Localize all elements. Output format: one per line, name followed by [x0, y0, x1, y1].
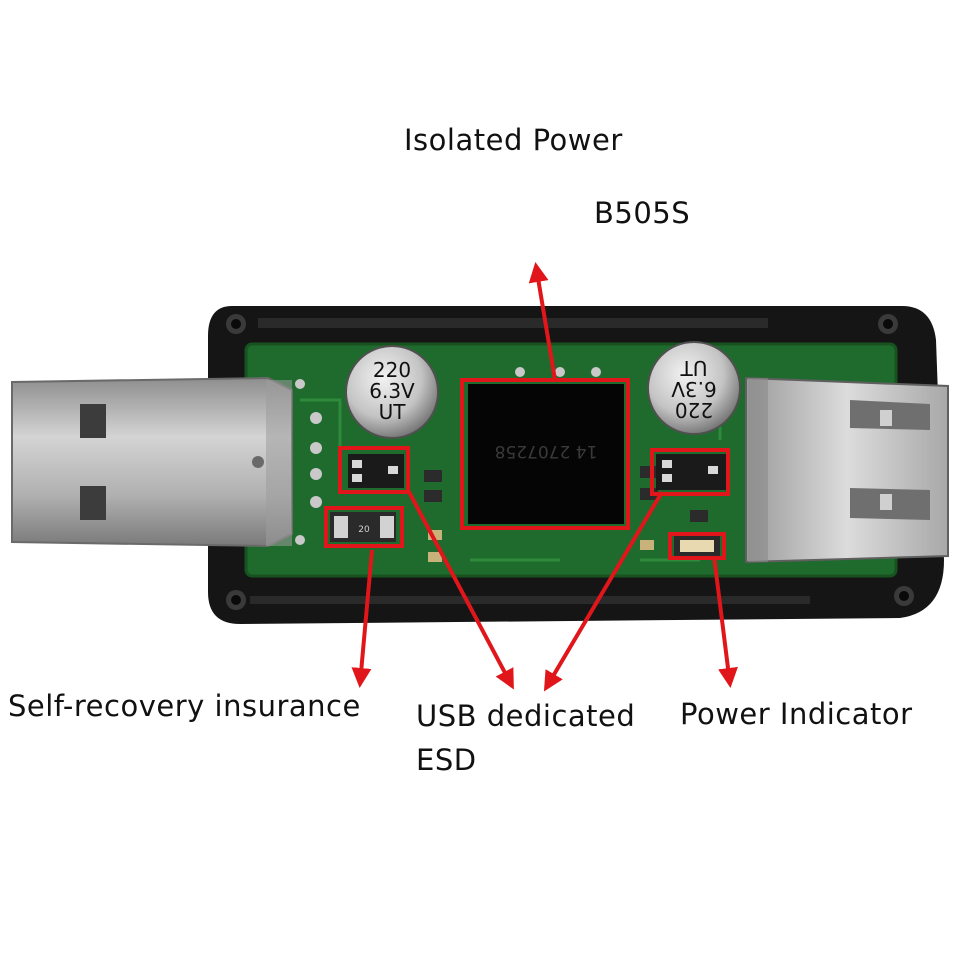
arrow-fuse	[351, 549, 374, 688]
capacitor-right-brand: UT	[680, 356, 708, 380]
box-led	[668, 532, 726, 560]
label-usb-dedicated: USB dedicated	[416, 699, 636, 733]
arrow-led	[712, 555, 738, 688]
label-self-recovery-insurance: Self-recovery insurance	[8, 689, 361, 723]
capacitor-left-value: 220	[373, 358, 411, 382]
box-esd-left	[338, 446, 410, 494]
capacitor-right-voltage: 6.3V	[671, 377, 717, 401]
label-isolated-power: Isolated Power	[404, 123, 623, 157]
box-fuse	[324, 506, 404, 548]
capacitor-left-brand: UT	[379, 400, 407, 424]
arrow-esd-right	[543, 490, 664, 692]
usb-plug-left	[11, 376, 293, 548]
arrow-to-isolated-power	[528, 262, 557, 381]
label-b505s: B505S	[594, 196, 691, 230]
power-led	[674, 536, 720, 556]
annotation-boxes	[324, 378, 730, 560]
label-esd: ESD	[416, 743, 477, 777]
box-chip	[460, 378, 630, 530]
fuse-marking: 20	[358, 525, 370, 535]
box-esd-right	[650, 448, 730, 496]
esd-diode-left	[348, 454, 404, 488]
isolation-chip: 14 2707258	[468, 384, 624, 524]
usb-receptacle-right	[745, 376, 949, 564]
capacitor-right-value: 220	[675, 398, 713, 422]
chip-marking: 14 2707258	[495, 441, 598, 461]
label-power-indicator: Power Indicator	[680, 697, 913, 731]
capacitor-right: 220 6.3V UT	[647, 341, 741, 435]
annotation-arrows	[351, 262, 738, 692]
capacitor-left: 220 6.3V UT	[345, 345, 439, 439]
resettable-fuse: 20	[330, 512, 396, 542]
esd-diode-right	[656, 454, 726, 490]
arrow-esd-left	[406, 489, 514, 690]
capacitor-left-voltage: 6.3V	[369, 379, 415, 403]
